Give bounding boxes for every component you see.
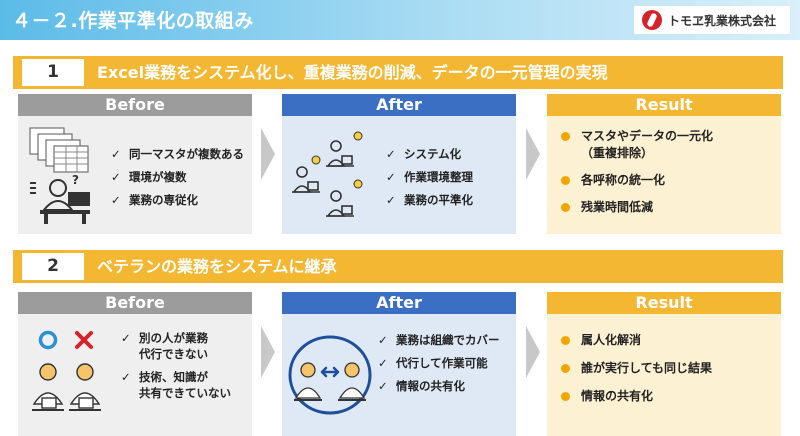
panel-body: 属人化解消 誰が実行しても同じ結果 情報の共有化 — [547, 314, 781, 436]
list-item: ✓別の人が業務 — [121, 331, 208, 345]
list-item: ✓業務の専従化 — [111, 193, 198, 207]
check-icon: ✓ — [386, 193, 396, 207]
check-icon: ✓ — [378, 333, 388, 347]
section-title: ベテランの業務をシステムに継承 — [97, 257, 337, 276]
check-icon: ✓ — [121, 370, 131, 384]
result-list: 属人化解消 誰が実行しても同じ結果 情報の共有化 — [559, 332, 712, 405]
list-item: ✓技術、知識が — [121, 370, 208, 384]
workers-with-ideas-icon — [292, 131, 363, 217]
shared-work-icon — [288, 335, 372, 415]
panel-body: ✓業務は組織でカバー ✓代行して作業可能 ✓情報の共有化 — [282, 314, 516, 436]
section-title: Excel業務をシステム化し、重複業務の削減、データの一元管理の実現 — [97, 63, 608, 82]
panel-heading: Result — [547, 94, 781, 116]
list-item: ✓作業環境整理 — [386, 170, 473, 184]
section-number: 1 — [22, 59, 84, 86]
workers-icon — [32, 363, 101, 411]
before-list: ✓別の人が業務 代行できない ✓技術、知識が 共有できていない — [121, 330, 231, 408]
arrow-chevron-icon — [261, 128, 275, 180]
list-item: ✓業務の平準化 — [386, 193, 473, 207]
page-title: ４－２.作業平準化の取組み — [12, 10, 254, 32]
arrow-chevron-icon — [526, 326, 540, 378]
result-panel: Result 属人化解消 誰が実行しても同じ結果 情報の共有化 — [547, 292, 781, 436]
spreadsheets-and-worker-icon: ? — [29, 127, 90, 224]
bullet-icon — [561, 364, 570, 373]
list-item: 情報の共有化 — [559, 388, 712, 405]
cross-mark-icon — [75, 331, 93, 349]
list-item: ✓システム化 — [386, 147, 462, 161]
bullet-icon — [561, 176, 570, 185]
svg-text:?: ? — [72, 173, 79, 187]
logo-icon — [642, 10, 662, 30]
bullet-icon — [561, 392, 570, 401]
before-list: ✓同一マスタが複数ある ✓環境が複数 ✓業務の専従化 — [111, 146, 244, 215]
list-item: ✓同一マスタが複数ある — [111, 147, 244, 161]
bullet-icon — [561, 203, 570, 212]
result-panel: Result マスタやデータの一元化 （重複排除） 各呼称の統一化 残業時間低減 — [547, 94, 781, 234]
section-2-banner: 2 ベテランの業務をシステムに継承 — [13, 250, 783, 283]
check-icon: ✓ — [121, 331, 131, 345]
logo-text: トモヱ乳業株式会社 — [668, 13, 777, 28]
list-item: 共有できていない — [139, 386, 231, 400]
after-panel: After ✓業務は組織でカバー ✓代行して作業可能 ✓情報の共有化 — [282, 292, 516, 436]
check-icon: ✓ — [386, 170, 396, 184]
bullet-icon — [561, 336, 570, 345]
check-icon: ✓ — [111, 170, 121, 184]
panel-body: ? ✓同一マスタが複数ある ✓環境が複数 ✓業務の専従化 — [18, 116, 252, 234]
list-item: 残業時間低減 — [559, 199, 713, 216]
after-panel: After ✓システム化 ✓作業環境整理 ✓業務の平準化 — [282, 94, 516, 234]
arrow-chevron-icon — [526, 128, 540, 180]
panel-heading: Result — [547, 292, 781, 314]
section-1-banner: 1 Excel業務をシステム化し、重複業務の削減、データの一元管理の実現 — [13, 56, 783, 89]
after-list: ✓システム化 ✓作業環境整理 ✓業務の平準化 — [386, 146, 473, 215]
list-item: ✓情報の共有化 — [378, 379, 465, 393]
panel-heading: Before — [18, 292, 252, 314]
list-item: ✓代行して作業可能 — [378, 356, 488, 370]
list-item: 属人化解消 — [559, 332, 712, 349]
after-list: ✓業務は組織でカバー ✓代行して作業可能 ✓情報の共有化 — [378, 332, 500, 401]
before-panel: Before ✓別の人が業務 代行できない ✓技術、知識が 共有できていない — [18, 292, 252, 436]
panel-body: マスタやデータの一元化 （重複排除） 各呼称の統一化 残業時間低減 — [547, 116, 781, 234]
check-icon: ✓ — [378, 356, 388, 370]
list-item: 誰が実行しても同じ結果 — [559, 360, 712, 377]
list-item: （重複排除） — [581, 146, 654, 160]
list-item: ✓業務は組織でカバー — [378, 333, 500, 347]
panel-body: ✓システム化 ✓作業環境整理 ✓業務の平準化 — [282, 116, 516, 234]
check-icon: ✓ — [111, 147, 121, 161]
panel-body: ✓別の人が業務 代行できない ✓技術、知識が 共有できていない — [18, 314, 252, 436]
arrow-chevron-icon — [261, 326, 275, 378]
section-number: 2 — [22, 253, 84, 280]
panel-heading: Before — [18, 94, 252, 116]
list-item: マスタやデータの一元化 — [559, 128, 713, 145]
list-item: 各呼称の統一化 — [559, 172, 713, 189]
before-panel: Before ? ✓同一マスタが複数ある — [18, 94, 252, 234]
title-bar: ４－２.作業平準化の取組み トモヱ乳業株式会社 — [0, 0, 800, 40]
company-logo: トモヱ乳業株式会社 — [634, 6, 790, 34]
panel-heading: After — [282, 94, 516, 116]
bullet-icon — [561, 132, 570, 141]
list-item: 代行できない — [139, 347, 208, 361]
check-icon: ✓ — [386, 147, 396, 161]
list-item: ✓環境が複数 — [111, 170, 187, 184]
check-icon: ✓ — [378, 379, 388, 393]
check-icon: ✓ — [111, 193, 121, 207]
result-list: マスタやデータの一元化 （重複排除） 各呼称の統一化 残業時間低減 — [559, 128, 713, 216]
circle-mark-icon — [38, 330, 58, 350]
panel-heading: After — [282, 292, 516, 314]
